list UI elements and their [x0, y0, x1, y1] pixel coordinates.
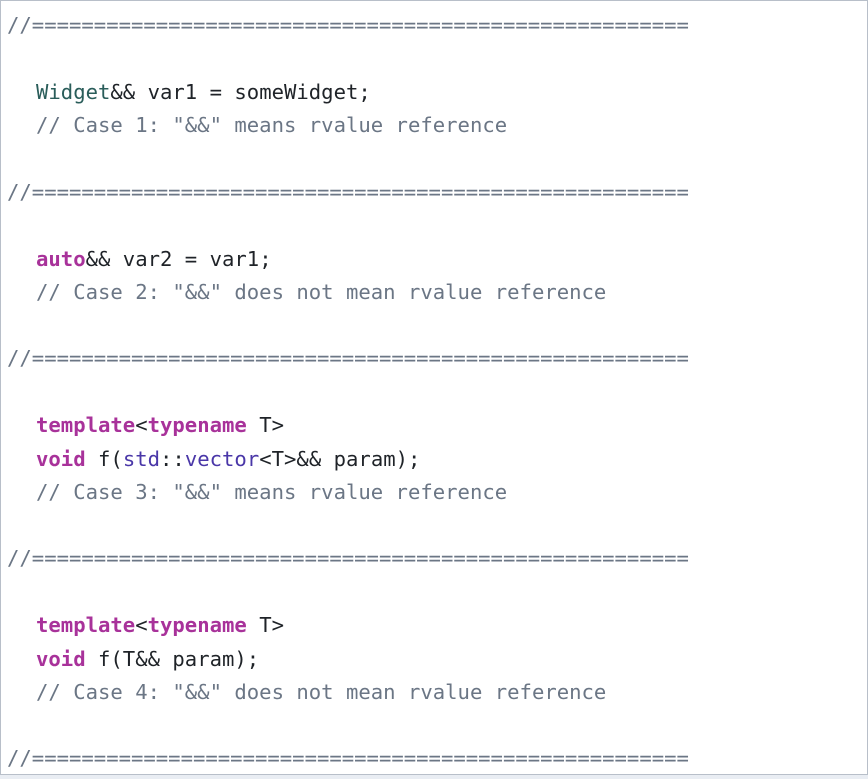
code-token: T>: [246, 613, 285, 637]
keyword-token: typename: [147, 413, 247, 437]
code-token: && var2 = var1;: [85, 247, 272, 271]
type-token: Widget: [36, 80, 111, 104]
separator-line: //======================================…: [7, 180, 689, 204]
separator-line: //======================================…: [7, 13, 689, 37]
code-token: <: [135, 413, 148, 437]
code-token: && var1 = someWidget;: [110, 80, 371, 104]
code-token: <: [135, 613, 148, 637]
code-line: template<typename T>: [36, 609, 284, 642]
code-line: template<typename T>: [36, 409, 284, 442]
namespace-token: std: [122, 447, 161, 471]
code-token: T>: [246, 413, 285, 437]
separator-line: //======================================…: [7, 746, 689, 770]
keyword-token: typename: [147, 613, 247, 637]
comment-token: // Case 2: "&&" does not mean rvalue ref…: [36, 280, 607, 304]
code-line: void f(std::vector<T>&& param);: [36, 443, 420, 476]
keyword-token: template: [36, 413, 136, 437]
keyword-token: auto: [36, 247, 86, 271]
comment-token: // Case 4: "&&" does not mean rvalue ref…: [36, 680, 607, 704]
code-line: // Case 2: "&&" does not mean rvalue ref…: [36, 276, 606, 309]
namespace-token: vector: [184, 447, 260, 471]
code-line: // Case 3: "&&" means rvalue reference: [36, 476, 507, 509]
keyword-token: void: [36, 447, 86, 471]
code-line: void f(T&& param);: [36, 643, 259, 676]
comment-token: // Case 3: "&&" means rvalue reference: [36, 480, 508, 504]
separator-line: //======================================…: [7, 546, 689, 570]
code-line: Widget&& var1 = someWidget;: [36, 76, 371, 109]
code-token: <T>&& param);: [259, 447, 421, 471]
comment-token: // Case 1: "&&" means rvalue reference: [36, 113, 508, 137]
code-token: ::: [160, 447, 185, 471]
code-token: f(: [85, 447, 123, 471]
code-line: // Case 1: "&&" means rvalue reference: [36, 109, 507, 142]
code-line: // Case 4: "&&" does not mean rvalue ref…: [36, 676, 606, 709]
code-line: auto&& var2 = var1;: [36, 243, 272, 276]
keyword-token: template: [36, 613, 136, 637]
separator-line: //======================================…: [7, 346, 689, 370]
code-token: f(T&& param);: [85, 647, 260, 671]
keyword-token: void: [36, 647, 86, 671]
